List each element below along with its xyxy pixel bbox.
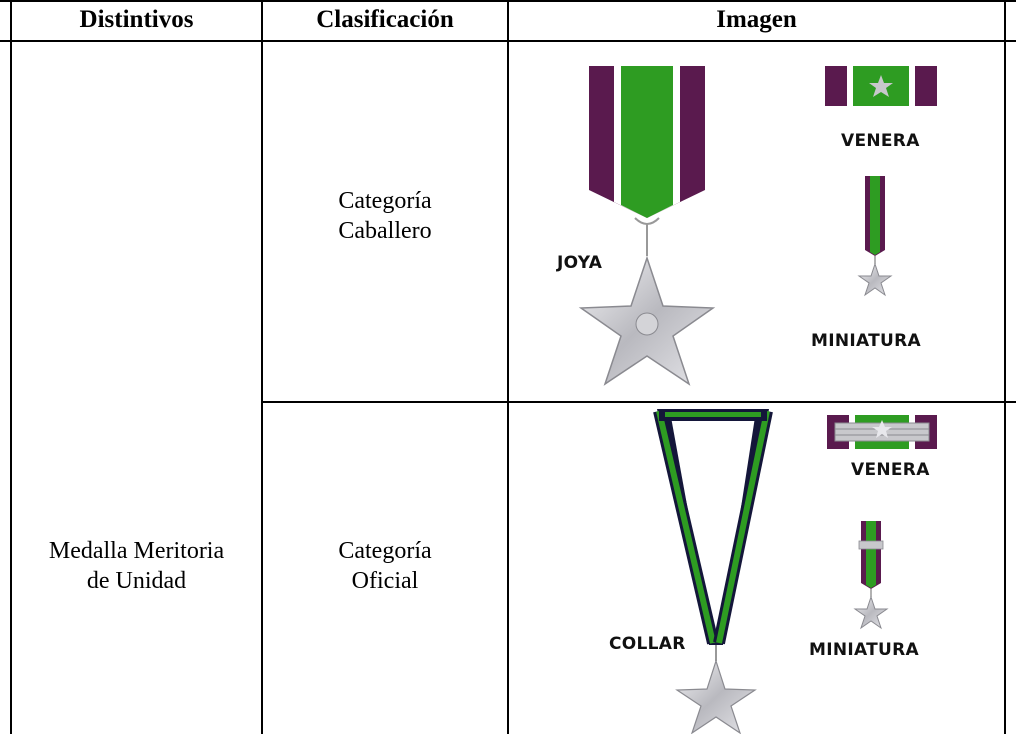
caption-collar: COLLAR	[609, 634, 686, 654]
distintivo-line-1: Medalla Meritoria	[48, 538, 225, 564]
caption-miniatura-oficial: MINIATURA	[809, 640, 920, 660]
clasificacion-caballero-line-2: Caballero	[338, 218, 432, 244]
venera-oficial	[827, 415, 937, 449]
clasificacion-oficial: Categoría Oficial	[263, 536, 507, 596]
miniatura-caballero	[857, 176, 893, 297]
medal-oficial-image: COLLAR VENERA MINIATURA	[609, 409, 937, 734]
column-divider-2	[507, 0, 509, 734]
clasificacion-caballero: Categoría Caballero	[263, 186, 507, 246]
header-distintivos: Distintivos	[79, 6, 194, 33]
medal-caballero-image: JOYA VENERA MINIATURA	[556, 66, 937, 386]
caption-venera-oficial: VENERA	[851, 460, 930, 480]
joya-ribbon	[589, 66, 705, 218]
column-divider-1	[261, 0, 263, 734]
collar-star	[675, 645, 757, 734]
header-clasificacion: Clasificación	[316, 6, 454, 33]
distintivo-name: Medalla Meritoria de Unidad	[12, 536, 261, 596]
collar-ribbon	[653, 409, 773, 645]
venera-caballero	[825, 66, 937, 106]
caption-venera-caballero: VENERA	[841, 131, 920, 151]
distintivo-line-2: de Unidad	[86, 568, 187, 594]
miniatura-oficial	[853, 521, 889, 630]
joya-star	[578, 255, 716, 386]
row-divider	[261, 401, 1016, 403]
clasificacion-caballero-line-1: Categoría	[338, 188, 432, 214]
table-border-left	[10, 0, 12, 734]
caption-joya: JOYA	[556, 253, 603, 273]
clasificacion-oficial-line-2: Oficial	[351, 568, 419, 594]
clasificacion-oficial-line-1: Categoría	[338, 538, 432, 564]
caption-miniatura-caballero: MINIATURA	[811, 331, 922, 351]
header-imagen: Imagen	[716, 6, 797, 33]
joya-suspender	[634, 217, 660, 256]
table-border-right	[1004, 0, 1006, 734]
